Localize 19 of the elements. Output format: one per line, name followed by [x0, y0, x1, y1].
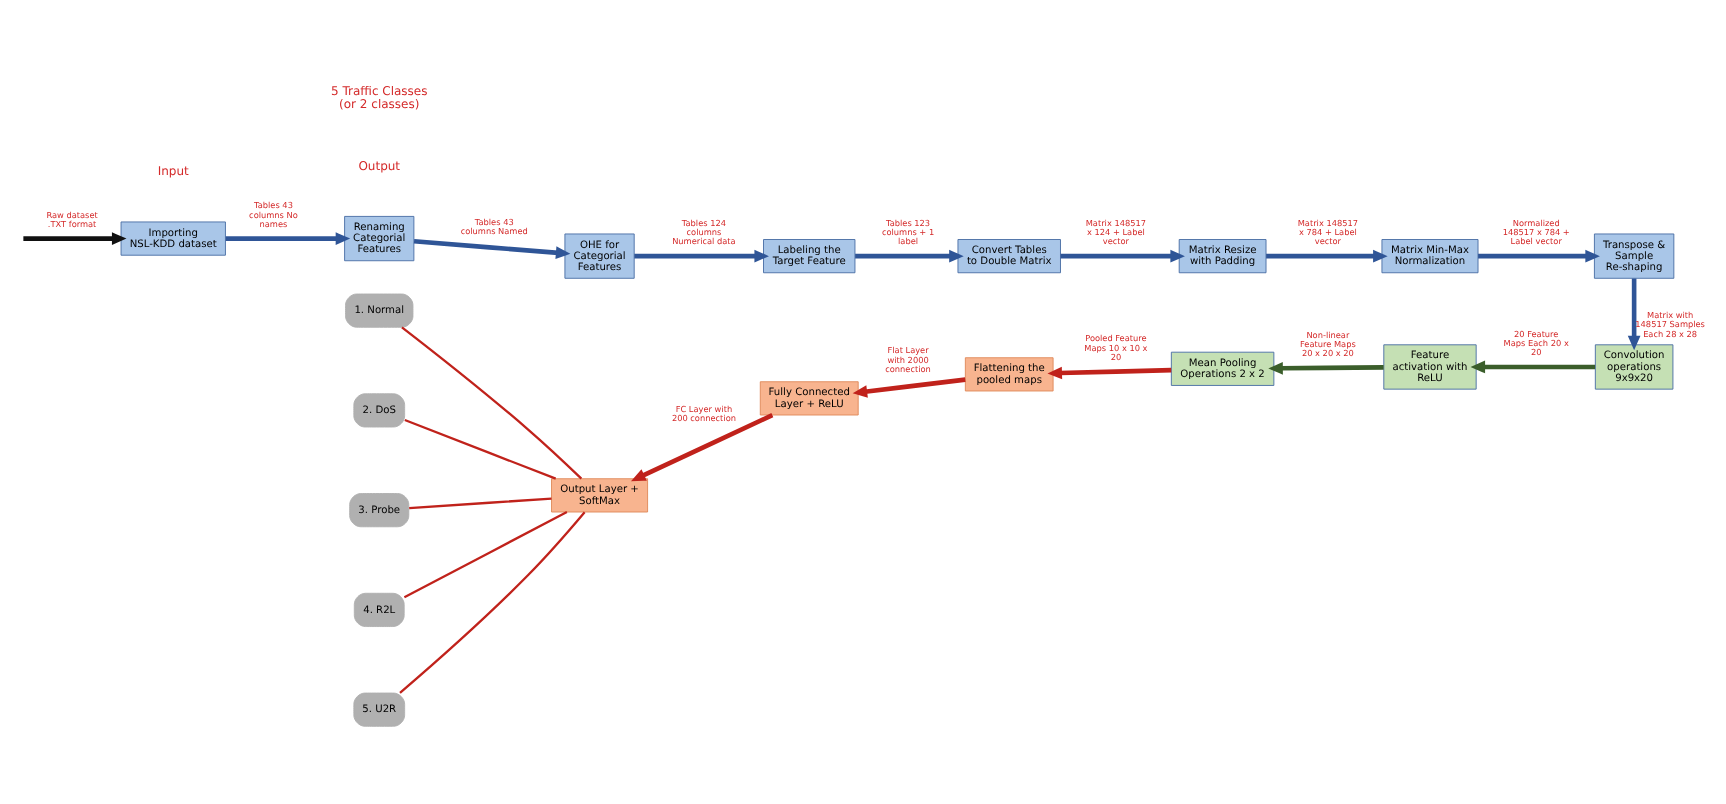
arrow	[1478, 248, 1600, 262]
arrow	[1268, 360, 1384, 374]
arrow	[1266, 248, 1388, 262]
arrow	[1470, 359, 1596, 373]
arrow	[1060, 248, 1185, 262]
arrow	[1627, 277, 1641, 350]
connector	[401, 325, 583, 479]
arrow	[631, 412, 774, 481]
connector	[409, 496, 552, 509]
arrow	[1047, 365, 1172, 379]
connector	[403, 510, 568, 598]
arrow	[855, 248, 964, 262]
arrow	[413, 238, 571, 259]
arrow	[852, 376, 966, 397]
connector	[404, 417, 557, 479]
arrow	[634, 248, 769, 262]
arrow	[225, 231, 351, 244]
arrow	[23, 231, 127, 244]
connector	[399, 510, 586, 693]
